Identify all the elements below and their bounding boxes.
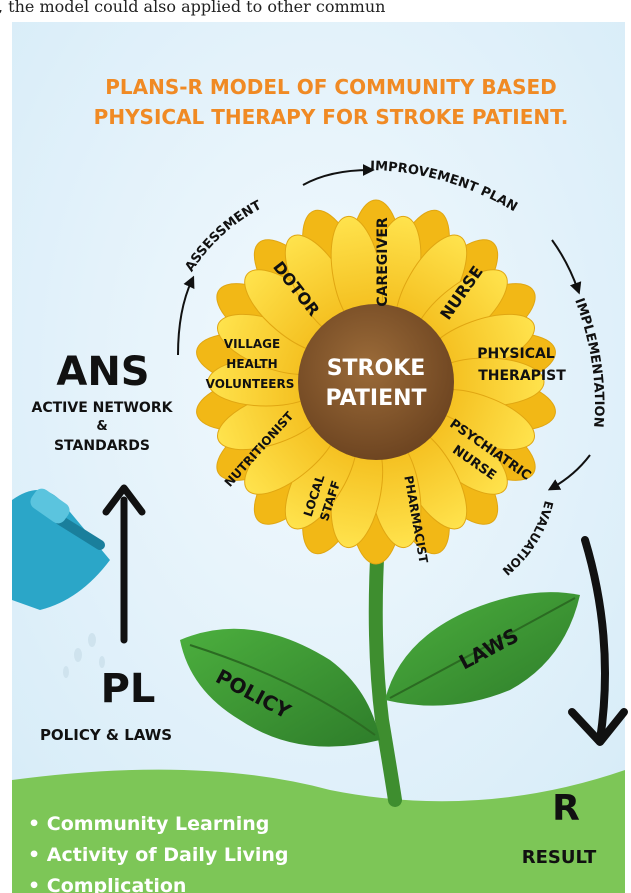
bullet-item-1: • Community Learning	[28, 813, 269, 835]
ans-line-2: &	[96, 419, 107, 434]
bullet-item-3: • Complication	[28, 875, 186, 893]
ans-line-1: ACTIVE NETWORK	[32, 400, 174, 416]
flower-center	[298, 304, 454, 460]
pl-abbr: PL	[101, 666, 156, 712]
petal-physical-therapist-line-1: PHYSICAL	[477, 346, 555, 362]
petal-village-line-2: HEALTH	[226, 357, 277, 371]
ans-line-3: STANDARDS	[54, 438, 150, 454]
ans-abbr: ANS	[56, 349, 149, 395]
center-line-1: STROKE	[327, 356, 426, 381]
title-line-1: PLANS-R MODEL OF COMMUNITY BASED	[105, 75, 557, 99]
petal-physical-therapist-line-2: THERAPIST	[478, 368, 566, 384]
petal-village-line-1: VILLAGE	[224, 337, 280, 351]
petal-caregiver: CAREGIVER	[375, 217, 391, 307]
petal-village-line-3: VOLUNTEERS	[206, 377, 295, 391]
result-full: RESULT	[522, 847, 597, 868]
bullet-item-2: • Activity of Daily Living	[28, 844, 289, 866]
pl-full: POLICY & LAWS	[40, 726, 172, 744]
title-line-2: PHYSICAL THERAPY FOR STROKE PATIENT.	[94, 105, 569, 129]
center-line-2: PATIENT	[325, 386, 426, 411]
result-abbr: R	[552, 788, 580, 829]
